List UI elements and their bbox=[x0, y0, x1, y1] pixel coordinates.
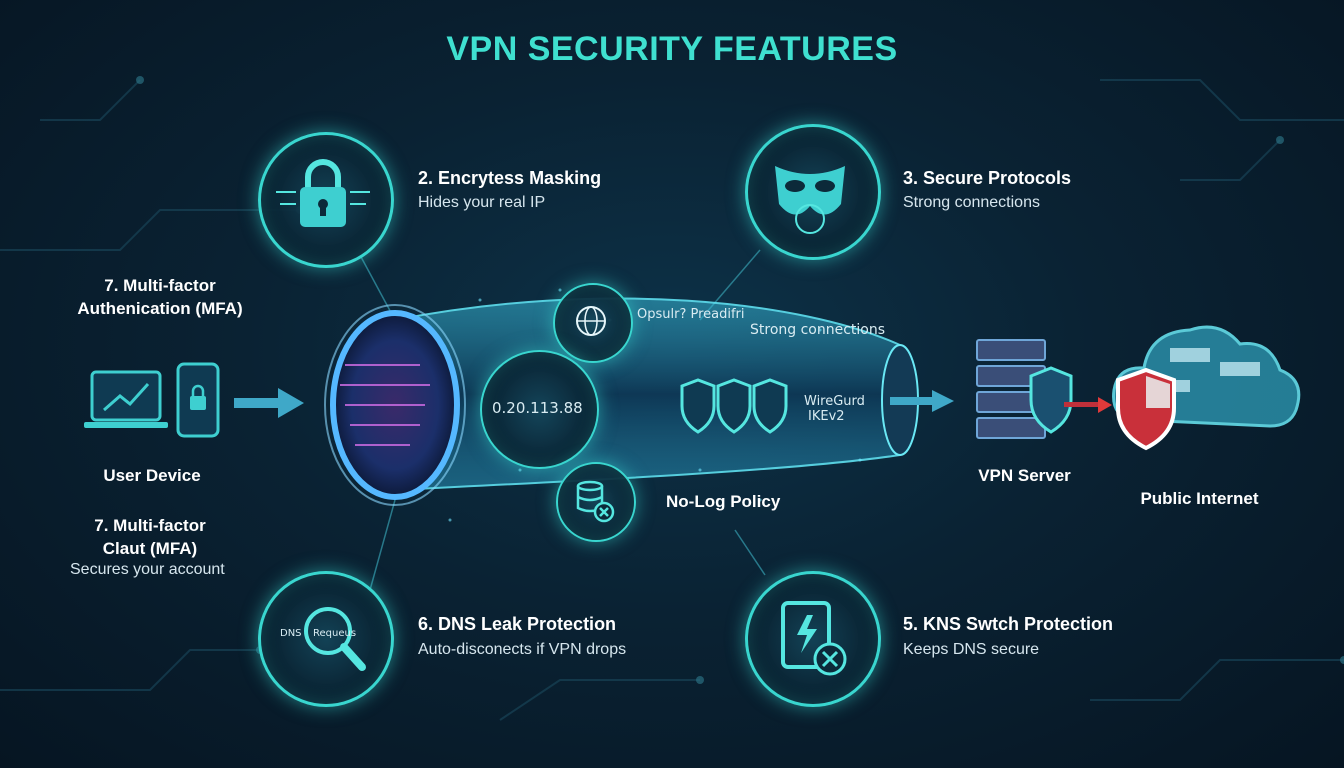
feature-5-desc: Keeps DNS secure bbox=[903, 641, 1040, 658]
no-log-label: No-Log Policy bbox=[666, 492, 781, 511]
mfa-top-line-1: 7. Multi-factor bbox=[104, 276, 216, 295]
dns-icon-label: DNS bbox=[280, 628, 302, 639]
globe-icon bbox=[576, 306, 606, 336]
mask-icon bbox=[775, 166, 845, 234]
feature-6-desc: Auto-disconects if VPN drops bbox=[418, 641, 627, 658]
page-title: VPN SECURITY FEATURES bbox=[446, 30, 898, 68]
feature-2-desc: Hides your real IP bbox=[418, 194, 546, 211]
dns-magnifier-icon bbox=[304, 607, 366, 671]
mfa-top-line-2: Authenication (MFA) bbox=[77, 299, 243, 318]
globe-badge-circle bbox=[553, 283, 633, 363]
database-x-icon bbox=[576, 480, 615, 523]
laptop-icon bbox=[84, 370, 168, 428]
user-device-label: User Device bbox=[103, 466, 201, 485]
arrow-right-icon bbox=[890, 390, 954, 412]
red-shield-icon bbox=[1116, 367, 1176, 451]
feature-dns-circle bbox=[258, 571, 394, 707]
padlock-icon bbox=[276, 159, 370, 227]
public-internet-label: Public Internet bbox=[1140, 489, 1259, 508]
protocol-box-line-1: WireGurd bbox=[804, 394, 865, 409]
feature-6-title: 6. DNS Leak Protection bbox=[418, 614, 617, 634]
arrow-right-icon bbox=[234, 388, 304, 418]
protocol-box-line-2: IKEv2 bbox=[808, 409, 845, 424]
mfa-bottom-line-2: Claut (MFA) bbox=[102, 539, 198, 558]
server-shield-icon bbox=[976, 339, 1073, 439]
ip-badge-circle bbox=[480, 350, 599, 469]
mfa-bottom-desc: Secures your account bbox=[70, 561, 225, 578]
kill-switch-icon bbox=[781, 601, 847, 676]
feature-3-title: 3. Secure Protocols bbox=[903, 168, 1072, 188]
no-log-circle bbox=[556, 462, 636, 542]
shield-trio-icon bbox=[680, 378, 788, 434]
red-arrow-icon bbox=[1064, 397, 1112, 413]
feature-3-desc: Strong connections bbox=[903, 194, 1040, 211]
protocol-top-label: Opsulr? Preadifri bbox=[637, 307, 745, 322]
mfa-bottom-line-1: 7. Multi-factor bbox=[94, 516, 206, 535]
requests-icon-label: Requeus bbox=[313, 628, 357, 639]
feature-5-title: 5. KNS Swtch Protection bbox=[903, 614, 1114, 634]
ip-address-text: 0.20.113.88 bbox=[492, 399, 583, 417]
feature-kill-switch-circle bbox=[745, 571, 881, 707]
feature-2-title: 2. Encrytess Masking bbox=[418, 168, 602, 188]
strong-connections-label: Strong connections bbox=[750, 322, 886, 338]
phone-lock-icon bbox=[176, 362, 220, 438]
vpn-server-label: VPN Server bbox=[978, 466, 1071, 485]
